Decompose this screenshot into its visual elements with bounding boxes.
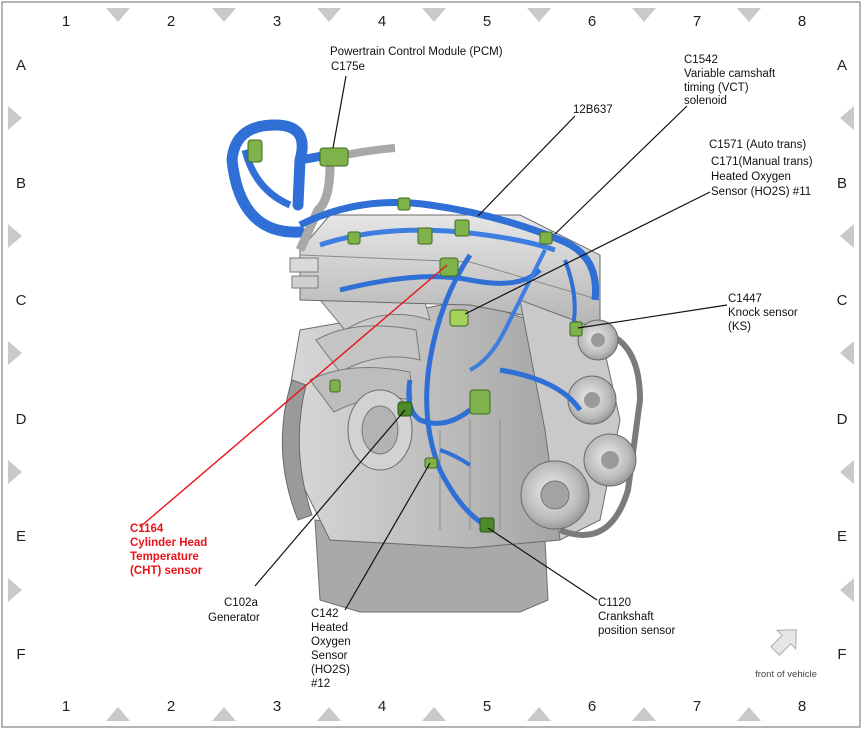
leader-vct xyxy=(554,105,688,235)
col-label-8: 8 xyxy=(798,698,806,715)
callout-pcm-line1: Powertrain Control Module (PCM) xyxy=(330,46,503,58)
callout-ho2s12-line2: Heated xyxy=(311,622,348,634)
callout-vct-line4: solenoid xyxy=(684,95,727,107)
callout-harness: 12B637 xyxy=(573,104,613,116)
row-label-e: E xyxy=(837,528,847,545)
col-label-2: 2 xyxy=(167,13,175,30)
leader-cht xyxy=(139,264,448,528)
col-label-1: 1 xyxy=(62,13,70,30)
callout-cht-line4: (CHT) sensor xyxy=(130,565,203,577)
callout-ks: C1447 Knock sensor (KS) xyxy=(728,293,798,333)
callout-pcm: Powertrain Control Module (PCM) C175e xyxy=(330,46,503,73)
callout-ks-line3: (KS) xyxy=(728,321,751,333)
leader-harness xyxy=(477,115,576,217)
callout-ho2s11: C1571 (Auto trans) C171(Manual trans) He… xyxy=(709,139,813,198)
callout-vct-line2: Variable camshaft xyxy=(684,68,776,80)
row-label-f: F xyxy=(837,646,846,663)
col-label-6: 6 xyxy=(588,13,596,30)
leader-generator xyxy=(254,409,406,587)
callout-ks-line1: C1447 xyxy=(728,293,762,305)
col-label-4: 4 xyxy=(378,13,386,30)
callout-ckp-line1: C1120 xyxy=(598,597,631,609)
col-label-2: 2 xyxy=(167,698,175,715)
callout-generator-line2: Generator xyxy=(208,612,260,624)
front-of-vehicle-label: front of vehicle xyxy=(755,669,817,680)
col-label-7: 7 xyxy=(693,698,701,715)
front-of-vehicle-indicator: front of vehicle xyxy=(755,629,817,680)
callout-ho2s11-line2: C171(Manual trans) xyxy=(711,156,813,168)
callout-generator: C102a Generator xyxy=(208,597,260,624)
grid-row-labels-left: A B C D E F xyxy=(16,57,27,663)
callout-ckp-line2: Crankshaft xyxy=(598,611,654,623)
row-label-b: B xyxy=(837,175,847,192)
row-label-a: A xyxy=(837,57,847,74)
leader-lines xyxy=(254,75,728,611)
callout-ho2s12-line3: Oxygen xyxy=(311,636,351,648)
col-label-4: 4 xyxy=(378,698,386,715)
callout-ckp: C1120 Crankshaft position sensor xyxy=(598,597,676,637)
leader-ho2s12 xyxy=(344,462,431,611)
row-label-c: C xyxy=(16,292,27,309)
row-label-b: B xyxy=(16,175,26,192)
callout-vct-line1: C1542 xyxy=(684,54,718,66)
callout-ho2s12: C142 Heated Oxygen Sensor (HO2S) #12 xyxy=(311,608,351,690)
row-label-d: D xyxy=(837,411,848,428)
leader-ho2s11 xyxy=(464,191,711,315)
callout-harness-line1: 12B637 xyxy=(573,104,613,116)
callout-ho2s12-line4: Sensor xyxy=(311,650,348,662)
callout-cht: C1164 Cylinder Head Temperature (CHT) se… xyxy=(130,523,207,577)
grid-column-labels-top: 1 2 3 4 5 6 7 8 xyxy=(62,13,806,30)
callout-ho2s12-line6: #12 xyxy=(311,678,330,690)
callout-cht-line1: C1164 xyxy=(130,523,164,535)
callout-cht-line3: Temperature xyxy=(130,551,199,563)
grid-markers xyxy=(8,8,854,721)
callout-ho2s11-line3: Heated Oxygen xyxy=(711,171,791,183)
col-label-3: 3 xyxy=(273,698,281,715)
col-label-1: 1 xyxy=(62,698,70,715)
grid-row-labels-right: A B C D E F xyxy=(837,57,848,663)
row-label-c: C xyxy=(837,292,848,309)
callout-ks-line2: Knock sensor xyxy=(728,307,798,319)
grid-column-labels-bottom: 1 2 3 4 5 6 7 8 xyxy=(62,698,806,715)
callout-ho2s12-line5: (HO2S) xyxy=(311,664,350,676)
callout-cht-line2: Cylinder Head xyxy=(130,537,207,549)
leader-ks xyxy=(577,304,728,329)
col-label-6: 6 xyxy=(588,698,596,715)
row-label-e: E xyxy=(16,528,26,545)
callout-pcm-line2: C175e xyxy=(331,61,365,73)
col-label-3: 3 xyxy=(273,13,281,30)
col-label-5: 5 xyxy=(483,698,491,715)
callout-vct-line3: timing (VCT) xyxy=(684,82,749,94)
engine-illustration xyxy=(226,119,644,613)
leader-ckp xyxy=(487,527,598,601)
callout-generator-line1: C102a xyxy=(224,597,258,609)
col-label-7: 7 xyxy=(693,13,701,30)
callout-ho2s11-line4: Sensor (HO2S) #11 xyxy=(711,186,811,198)
col-label-5: 5 xyxy=(483,13,491,30)
callout-ckp-line3: position sensor xyxy=(598,625,676,637)
col-label-8: 8 xyxy=(798,13,806,30)
leader-pcm xyxy=(332,75,347,149)
front-arrow-icon xyxy=(770,629,797,656)
row-label-d: D xyxy=(16,411,27,428)
callout-vct: C1542 Variable camshaft timing (VCT) sol… xyxy=(684,54,776,107)
callout-ho2s11-line1: C1571 (Auto trans) xyxy=(709,139,806,151)
row-label-f: F xyxy=(16,646,25,663)
callout-ho2s12-line1: C142 xyxy=(311,608,339,620)
row-label-a: A xyxy=(16,57,26,74)
